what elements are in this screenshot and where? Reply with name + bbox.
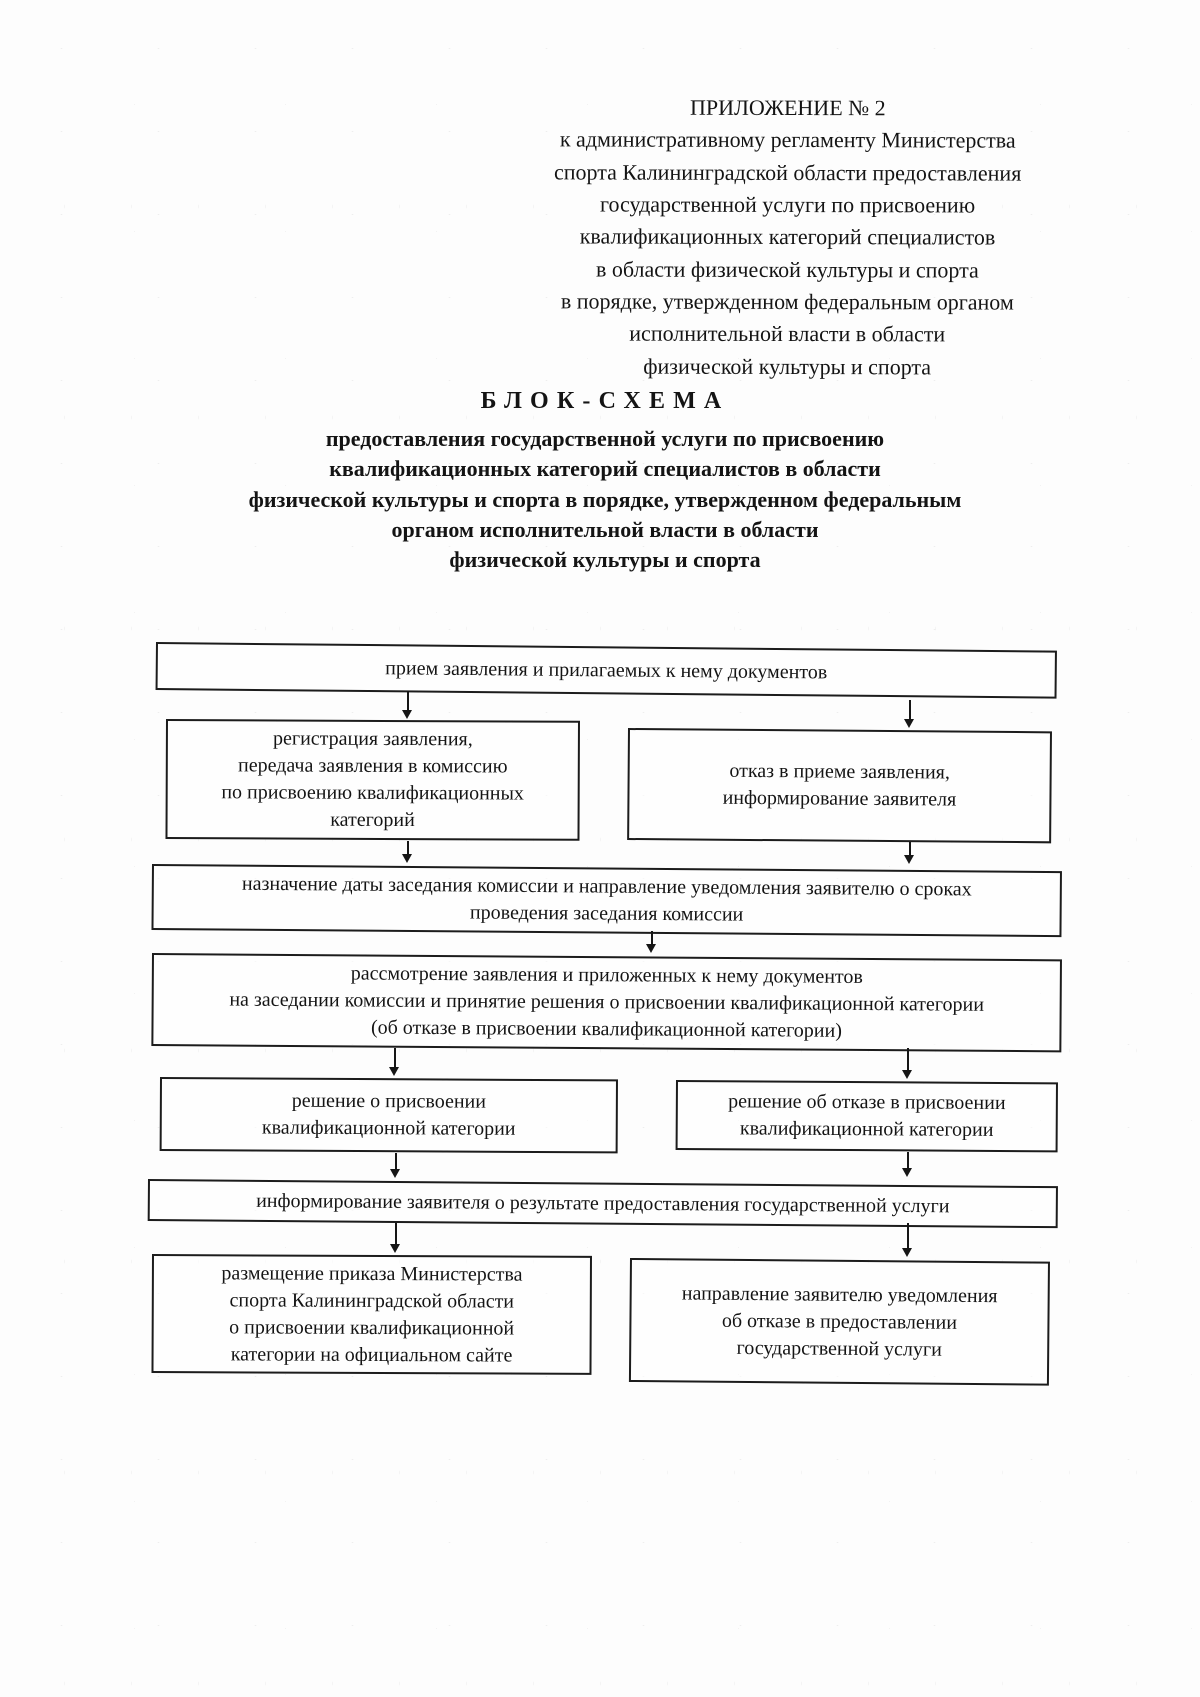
node-receive-application: прием заявления и прилагаемых к нему док… [155, 642, 1057, 699]
node-reject-intake: отказ в приеме заявления, информирование… [627, 728, 1052, 844]
heading-block: БЛОК-СХЕМА предоставления государственно… [100, 388, 1110, 576]
connector-receive-to-reject [904, 700, 915, 728]
connector-inform-to-notify [902, 1223, 913, 1257]
connector-review-to-decision-refuse [902, 1048, 913, 1079]
connector-refuse-to-inform [902, 1152, 913, 1177]
page-title: БЛОК-СХЕМА [480, 388, 730, 414]
page-subtitle: предоставления государственной услуги по… [248, 426, 962, 573]
node-set-meeting-date: назначение даты заседания комиссии и нап… [151, 864, 1062, 938]
connector-assign-to-inform [390, 1153, 401, 1178]
node-decision-assign: решение о присвоении квалификационной ка… [159, 1077, 618, 1154]
node-register-application: регистрация заявления, передача заявлени… [165, 719, 580, 841]
node-notify-refusal-text: направление заявителю уведомления об отк… [681, 1281, 998, 1361]
connector-receive-to-register [402, 691, 413, 719]
node-notify-refusal: направление заявителю уведомления об отк… [628, 1258, 1050, 1386]
node-publish-order-text: размещение приказа Министерства спорта К… [221, 1261, 523, 1367]
appendix-header: ПРИЛОЖЕНИЕ № 2 к административному регла… [553, 94, 1022, 380]
node-inform-result-text: информирование заявителя о результате пр… [256, 1189, 950, 1217]
node-reject-intake-text: отказ в приеме заявления, информирование… [722, 759, 957, 811]
node-review-application: рассмотрение заявления и приложенных к н… [151, 953, 1062, 1053]
node-set-meeting-date-text: назначение даты заседания комиссии и нап… [241, 872, 972, 926]
node-inform-result: информирование заявителя о результате пр… [147, 1179, 1058, 1229]
node-receive-application-text: прием заявления и прилагаемых к нему док… [385, 656, 828, 683]
node-register-application-text: регистрация заявления, передача заявлени… [221, 727, 525, 832]
connector-review-to-decision-assign [389, 1048, 400, 1076]
node-publish-order: размещение приказа Министерства спорта К… [151, 1254, 592, 1375]
node-decision-assign-text: решение о присвоении квалификационной ка… [261, 1089, 516, 1140]
connector-set-meeting-to-review [646, 931, 657, 953]
connector-inform-to-publish [390, 1223, 401, 1253]
node-decision-refuse: решение об отказе в присвоении квалифика… [675, 1080, 1058, 1153]
connector-reject-to-set-meeting [904, 842, 915, 864]
node-review-application-text: рассмотрение заявления и приложенных к н… [229, 962, 985, 1042]
connector-register-to-set-meeting [402, 841, 413, 863]
node-decision-refuse-text: решение об отказе в присвоении квалифика… [728, 1090, 1006, 1141]
